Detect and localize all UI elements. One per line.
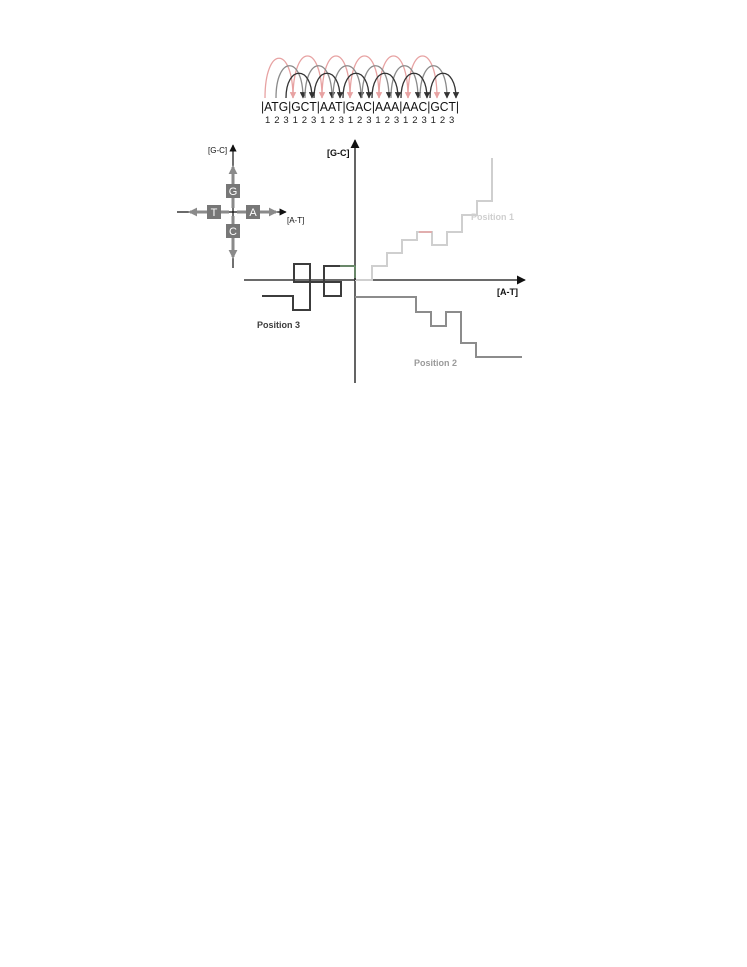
gray-arc [275, 65, 307, 99]
legend-x-label: [A-T] [287, 216, 304, 225]
gray-arc [390, 65, 422, 99]
dark-arc [400, 72, 431, 99]
pink-arc [321, 55, 354, 99]
pink-arc [292, 55, 326, 99]
pink-arc [407, 55, 441, 99]
plot-y-label: [G-C] [327, 148, 350, 158]
codon-sequence: |ATG|GCT|AAT|GAC|AAA|AAC|GCT| [261, 99, 459, 114]
dark-arc [429, 72, 460, 99]
green-accent-segment [340, 265, 356, 278]
gray-arc [304, 65, 336, 99]
gray-arc [332, 65, 365, 99]
position-2-label: Position 2 [414, 358, 457, 368]
t-letter: T [211, 207, 218, 219]
codon-arcs [264, 55, 460, 99]
walk-plot: [G-C] [A-T] Position 1 Position 2 Positi… [244, 139, 526, 383]
legend-y-label: [G-C] [208, 146, 227, 155]
dark-arc [285, 72, 316, 99]
codon-position-numbers: 1 2 3 1 2 3 1 2 3 1 2 3 1 2 3 1 2 3 1 2 … [265, 115, 455, 125]
c-box [226, 224, 240, 238]
gray-arc [361, 65, 393, 99]
gray-arc [419, 65, 451, 99]
g-box [226, 184, 240, 198]
dark-arc [371, 72, 402, 99]
position-3-label: Position 3 [257, 320, 300, 330]
dark-arc [342, 72, 373, 99]
pink-arc [378, 55, 412, 99]
position-3-walk [262, 263, 356, 311]
pink-arc [349, 55, 383, 99]
c-letter: C [229, 226, 237, 238]
t-box [207, 205, 221, 219]
direction-legend: G C T A [G-C] [A-T] [177, 144, 304, 268]
dark-arc [313, 72, 344, 99]
position-2-walk [355, 296, 522, 358]
plot-x-label: [A-T] [497, 287, 518, 297]
g-letter: G [229, 186, 238, 198]
pink-arc [264, 57, 297, 99]
a-letter: A [249, 207, 257, 219]
a-box [246, 205, 260, 219]
position-1-label: Position 1 [471, 212, 514, 222]
position-1-walk [355, 158, 493, 281]
